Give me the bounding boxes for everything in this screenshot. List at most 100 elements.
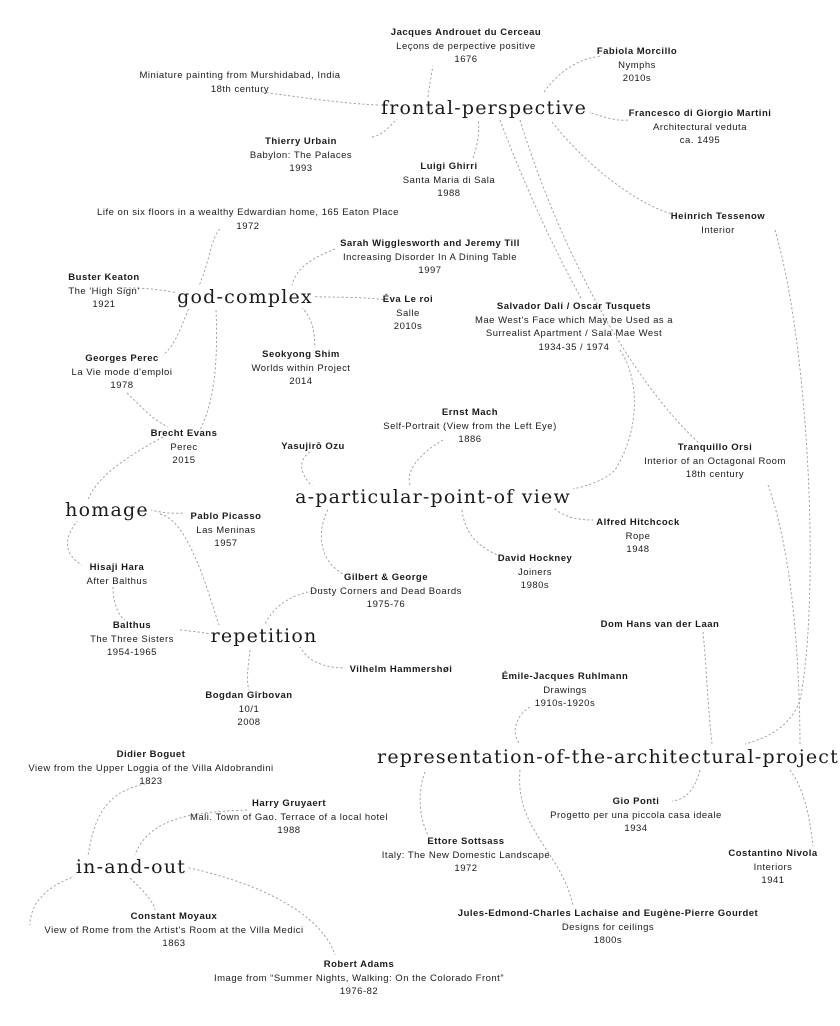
edge bbox=[472, 119, 480, 159]
item-author: Fabiola Morcillo bbox=[596, 46, 678, 57]
edge bbox=[162, 304, 191, 356]
item-date: 1988 bbox=[277, 825, 301, 836]
item-murshidabad: Miniature painting from Murshidabad, Ind… bbox=[139, 69, 340, 96]
item-hitchcock: Alfred Hitchcock Rope 1948 bbox=[596, 516, 680, 557]
item-lachaise-gourdet: Jules-Edmond-Charles Lachaise and Eugène… bbox=[458, 907, 758, 948]
item-gilbert-george: Gilbert & George Dusty Corners and Dead … bbox=[310, 571, 462, 612]
item-author: Salvador Dalí / Oscar Tusquets bbox=[496, 301, 652, 312]
item-author: Bogdan Gîrbovan bbox=[205, 690, 293, 701]
item-moyaux: Constant Moyaux View of Rome from the Ar… bbox=[44, 910, 303, 951]
item-author: Dom Hans van der Laan bbox=[600, 619, 720, 630]
edge bbox=[461, 509, 501, 557]
item-date: 1972 bbox=[454, 863, 478, 874]
item-date: 1972 bbox=[236, 220, 260, 232]
item-date: 1978 bbox=[110, 380, 134, 391]
item-author: Émile-Jacques Ruhlmann bbox=[501, 671, 629, 682]
item-morcillo: Fabiola Morcillo Nymphs 2010s bbox=[597, 45, 677, 86]
item-van-der-laan: Dom Hans van der Laan bbox=[601, 618, 720, 632]
item-date: 18th century bbox=[685, 469, 745, 480]
item-author: Constant Moyaux bbox=[130, 911, 218, 922]
item-work: Drawings bbox=[543, 684, 587, 696]
item-mach: Ernst Mach Self-Portrait (View from the … bbox=[383, 406, 557, 447]
item-author: Balthus bbox=[112, 620, 152, 631]
item-work: Babylon: The Palaces bbox=[249, 149, 353, 161]
item-author: Heinrich Tessenow bbox=[670, 211, 766, 222]
edge bbox=[291, 248, 336, 286]
item-author: Vilhelm Hammershøi bbox=[349, 664, 453, 675]
item-work: Rope bbox=[625, 530, 651, 542]
item-ghirri: Luigi Ghirri Santa Maria di Sala 1988 bbox=[403, 160, 495, 201]
item-author: Seokyong Shim bbox=[262, 349, 340, 360]
item-work: Joiners bbox=[517, 566, 553, 578]
item-author: Alfred Hitchcock bbox=[596, 517, 680, 528]
item-work: Interior of an Octagonal Room bbox=[644, 455, 786, 467]
edge bbox=[159, 513, 221, 629]
item-author: Yasujirō Ozu bbox=[281, 441, 345, 452]
item-work-line2: Surrealist Apartment / Sala Mae West bbox=[485, 328, 663, 339]
item-work: Italy: The New Domestic Landscape bbox=[381, 849, 551, 861]
item-work: Progetto per una piccola casa ideale bbox=[550, 809, 722, 821]
item-work: Santa Maria di Sala bbox=[402, 174, 496, 186]
item-work: Las Meninas bbox=[196, 524, 256, 536]
item-date: 1948 bbox=[626, 544, 650, 555]
item-author: Didier Boguet bbox=[116, 749, 186, 760]
edge bbox=[112, 586, 126, 621]
item-work: Interior bbox=[701, 224, 735, 236]
item-work: Miniature painting from Murshidabad, Ind… bbox=[139, 70, 341, 81]
edge bbox=[149, 509, 186, 514]
item-eaton: Life on six floors in a wealthy Edwardia… bbox=[97, 206, 399, 233]
hub-repetition: repetition bbox=[208, 625, 320, 647]
item-date: 1993 bbox=[289, 163, 313, 174]
edge bbox=[789, 769, 814, 847]
item-date: 1997 bbox=[418, 265, 442, 276]
item-dali-tusquets: Salvador Dalí / Oscar Tusquets Mae West'… bbox=[475, 300, 673, 354]
edge bbox=[87, 782, 151, 857]
item-author: Costantino Nivola bbox=[728, 848, 818, 859]
edge bbox=[321, 505, 346, 576]
item-author: Robert Adams bbox=[323, 959, 395, 970]
item-work: The 'High Sign' bbox=[68, 285, 140, 297]
item-work: Architectural veduta bbox=[653, 121, 747, 133]
item-author: Buster Keaton bbox=[68, 272, 140, 283]
item-sottsass: Ettore Sottsass Italy: The New Domestic … bbox=[382, 835, 550, 876]
item-date: 2015 bbox=[172, 455, 196, 466]
item-ruhlmann: Émile-Jacques Ruhlmann Drawings 1910s-19… bbox=[502, 670, 629, 711]
item-author: Jules-Edmond-Charles Lachaise and Eugène… bbox=[457, 908, 759, 919]
edge bbox=[408, 439, 444, 486]
edge bbox=[179, 865, 336, 956]
edge bbox=[134, 809, 248, 856]
item-author: Ernst Mach bbox=[441, 407, 499, 418]
item-martini: Francesco di Giorgio Martini Architectur… bbox=[629, 107, 772, 148]
edge bbox=[519, 769, 574, 906]
edge bbox=[129, 877, 156, 911]
edge bbox=[543, 55, 603, 93]
item-date: 2010s bbox=[393, 321, 423, 332]
item-author: Luigi Ghirri bbox=[420, 161, 478, 172]
edge bbox=[199, 309, 218, 431]
edge bbox=[371, 115, 401, 138]
item-work: Increasing Disorder In A Dining Table bbox=[342, 251, 518, 263]
item-author: Georges Perec bbox=[85, 353, 159, 364]
item-author: Jacques Androuet du Cerceau bbox=[390, 27, 542, 38]
item-date: ca. 1495 bbox=[679, 135, 721, 146]
item-date: 1941 bbox=[761, 875, 785, 886]
item-hammershoi: Vilhelm Hammershøi bbox=[350, 663, 453, 677]
item-shim: Seokyong Shim Worlds within Project 2014 bbox=[251, 348, 350, 389]
item-date: 1975-76 bbox=[366, 599, 406, 610]
item-date: 1976-82 bbox=[339, 986, 379, 997]
item-work: Perec bbox=[170, 441, 198, 453]
item-work: Image from “Summer Nights, Walking: On t… bbox=[214, 972, 504, 984]
item-work: Salle bbox=[396, 307, 420, 319]
item-gruyaert: Harry Gruyaert Mali. Town of Gao. Terrac… bbox=[190, 797, 388, 838]
item-hockney: David Hockney Joiners 1980s bbox=[498, 552, 573, 593]
item-picasso: Pablo Picasso Las Meninas 1957 bbox=[191, 510, 262, 551]
item-date: 1800s bbox=[593, 935, 623, 946]
edge bbox=[702, 631, 713, 745]
edge bbox=[767, 484, 801, 749]
item-adams: Robert Adams Image from “Summer Nights, … bbox=[214, 958, 504, 999]
item-date: 1954-1965 bbox=[107, 647, 157, 658]
edge bbox=[119, 287, 191, 297]
edge bbox=[87, 436, 164, 501]
edge bbox=[29, 874, 81, 926]
